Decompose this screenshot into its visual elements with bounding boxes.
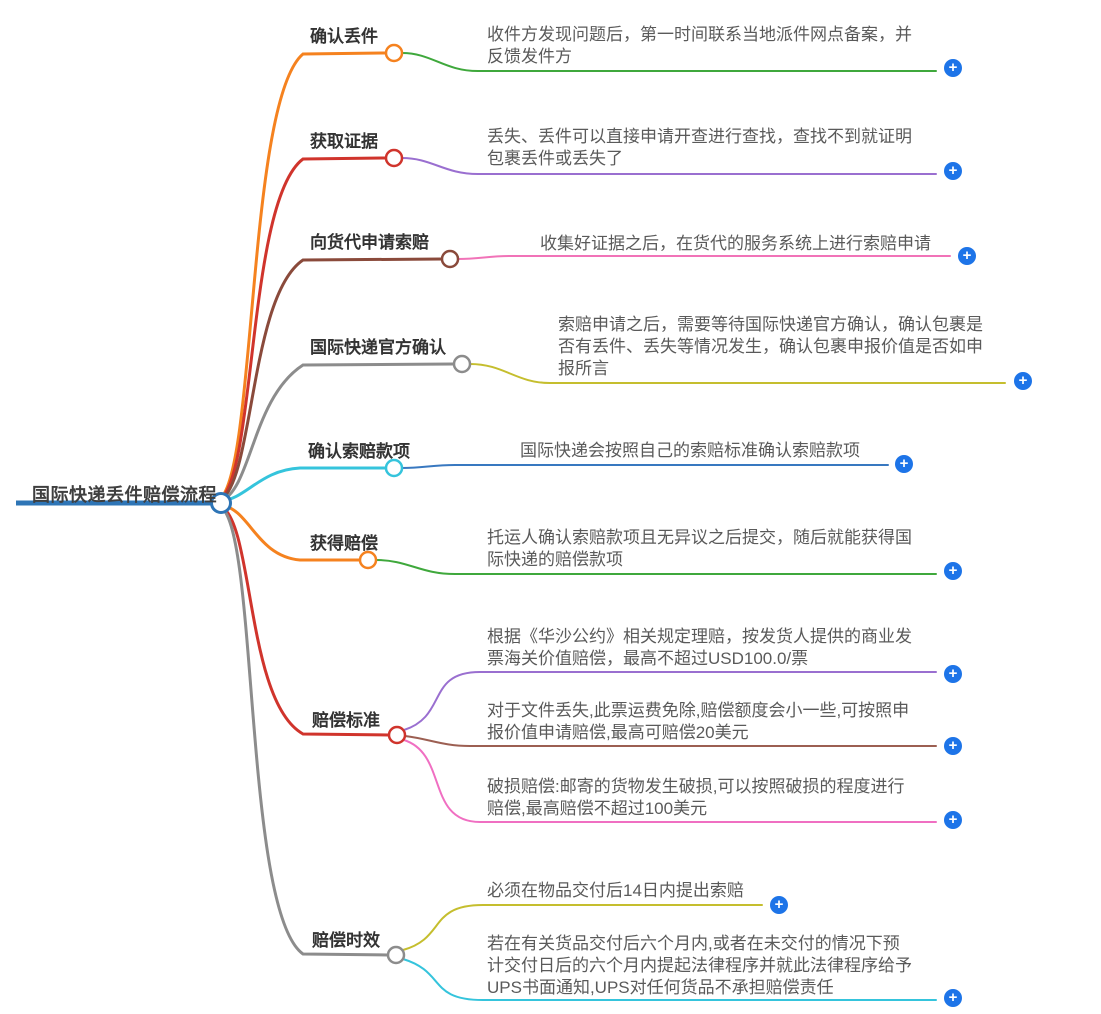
node-connector-confirm-claim-amount[interactable]	[384, 458, 404, 478]
note-standard-damage[interactable]: 破损赔偿:邮寄的货物发生破损,可以按照破损的程度进行 赔偿,最高赔偿不超过100…	[487, 777, 905, 818]
note-claim-to-forwarder[interactable]: 收集好证据之后，在货代的服务系统上进行索赔申请	[540, 234, 931, 253]
note-receive-compensation[interactable]: 托运人确认索赔款项且无异议之后提交，随后就能获得国 际快递的赔偿款项	[487, 528, 912, 569]
connector-note-claim-to-forwarder	[457, 255, 951, 260]
connector-claim-time-limit	[219, 505, 390, 957]
note-official-confirmation[interactable]: 索赔申请之后，需要等待国际快递官方确认，确认包裹是 否有丢件、丢失等情况发生，确…	[558, 315, 983, 378]
branch-label-official-confirmation[interactable]: 国际快递官方确认	[310, 338, 446, 357]
connector-obtain-evidence	[219, 156, 388, 501]
note-timelimit-ups[interactable]: 若在有关货品交付后六个月内,或者在未交付的情况下预 计交付日后的六个月内提起法律…	[487, 934, 912, 997]
branch-label-obtain-evidence[interactable]: 获取证据	[310, 132, 378, 151]
note-standard-warsaw[interactable]: 根据《华沙公约》相关规定理赔，按发货人提供的商业发 票海关价值赔偿，最高不超过U…	[487, 627, 912, 668]
connector-note-standard-2	[404, 735, 937, 747]
note-standard-document[interactable]: 对于文件丢失,此票运费免除,赔偿额度会小一些,可按照申 报价值申请赔偿,最高可赔…	[487, 701, 910, 742]
expand-plus-icon[interactable]: +	[944, 162, 962, 180]
branch-label-claim-to-forwarder[interactable]: 向货代申请索赔	[310, 233, 429, 252]
connector-confirm-claim-amount	[219, 466, 388, 503]
connector-note-receive-compensation	[375, 559, 937, 575]
node-connector-confirm-loss[interactable]	[384, 43, 404, 63]
node-connector-official-confirmation[interactable]	[452, 354, 472, 374]
node-connector-claim-to-forwarder[interactable]	[440, 249, 460, 269]
connector-note-standard-1	[403, 671, 937, 731]
root-node-connector[interactable]	[210, 492, 232, 514]
expand-plus-icon[interactable]: +	[944, 989, 962, 1007]
expand-plus-icon[interactable]: +	[944, 811, 962, 829]
expand-plus-icon[interactable]: +	[944, 665, 962, 683]
branch-label-claim-time-limit[interactable]: 赔偿时效	[312, 931, 380, 950]
connector-note-official-confirmation	[469, 363, 1006, 384]
connector-note-obtain-evidence	[401, 157, 937, 175]
connector-note-standard-3	[403, 739, 937, 823]
connector-claim-to-forwarder	[219, 257, 444, 502]
expand-plus-icon[interactable]: +	[944, 737, 962, 755]
note-timelimit-14days[interactable]: 必须在物品交付后14日内提出索赔	[487, 881, 744, 900]
connector-note-timelimit-2	[402, 958, 937, 1001]
branch-label-confirm-loss[interactable]: 确认丢件	[310, 27, 378, 46]
expand-plus-icon[interactable]: +	[944, 59, 962, 77]
note-obtain-evidence[interactable]: 丢失、丢件可以直接申请开查进行查找，查找不到就证明 包裹丢件或丢失了	[487, 127, 912, 168]
node-connector-receive-compensation[interactable]	[358, 550, 378, 570]
note-confirm-claim-amount[interactable]: 国际快递会按照自己的索赔标准确认索赔款项	[520, 441, 860, 460]
note-confirm-loss[interactable]: 收件方发现问题后，第一时间联系当地派件网点备案，并 反馈发件方	[487, 25, 912, 66]
node-connector-obtain-evidence[interactable]	[384, 148, 404, 168]
node-connector-compensation-standard[interactable]	[387, 725, 407, 745]
expand-plus-icon[interactable]: +	[958, 247, 976, 265]
branch-label-compensation-standard[interactable]: 赔偿标准	[312, 711, 380, 730]
expand-plus-icon[interactable]: +	[944, 562, 962, 580]
connector-note-confirm-claim-amount	[401, 464, 889, 469]
connector-note-timelimit-1	[402, 904, 763, 951]
connector-official-confirmation	[219, 362, 456, 503]
expand-plus-icon[interactable]: +	[1014, 372, 1032, 390]
expand-plus-icon[interactable]: +	[770, 896, 788, 914]
root-node-label[interactable]: 国际快递丢件赔偿流程	[32, 485, 217, 505]
connector-note-confirm-loss	[401, 52, 937, 72]
expand-plus-icon[interactable]: +	[895, 455, 913, 473]
branch-label-confirm-claim-amount[interactable]: 确认索赔款项	[308, 442, 410, 461]
node-connector-claim-time-limit[interactable]	[386, 945, 406, 965]
branch-label-receive-compensation[interactable]: 获得赔偿	[310, 534, 378, 553]
connector-confirm-loss	[219, 51, 388, 500]
connector-compensation-standard	[219, 504, 391, 737]
